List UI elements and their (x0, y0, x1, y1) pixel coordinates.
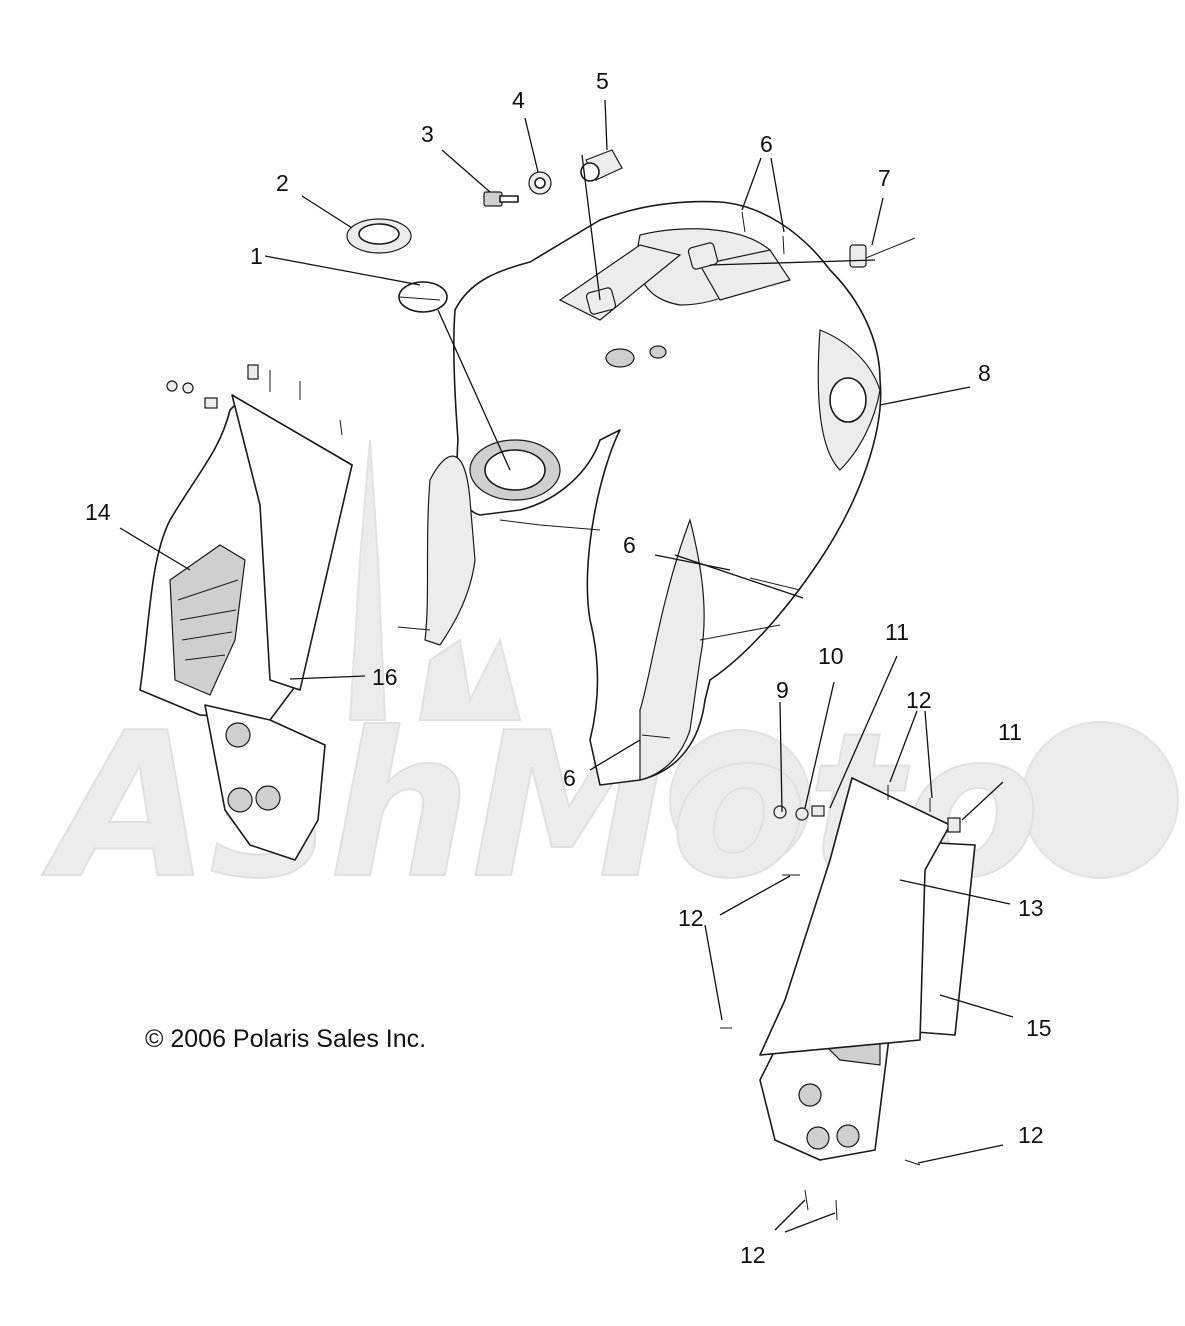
callout-3: 3 (421, 121, 434, 147)
callout-8: 8 (978, 360, 991, 386)
callout-12-top: 12 (906, 687, 932, 713)
callout-11-right: 11 (998, 719, 1022, 745)
callout-16: 16 (372, 664, 398, 690)
callout-4: 4 (512, 87, 525, 113)
callout-12-right: 12 (1018, 1122, 1044, 1148)
callout-6-mid: 6 (623, 532, 636, 558)
bolts-part-6 (397, 211, 801, 739)
switch-part-7 (849, 237, 916, 268)
callout-1: 1 (250, 243, 263, 269)
front-cowl-part-8 (424, 200, 882, 786)
left-bracket-part-16 (231, 394, 353, 691)
callout-12-bottom: 12 (740, 1242, 766, 1268)
callout-6-low: 6 (563, 765, 576, 791)
callout-15: 15 (1026, 1015, 1052, 1041)
copyright-text: © 2006 Polaris Sales Inc. (145, 1025, 426, 1053)
callout-9: 9 (776, 677, 789, 703)
callout-6-top: 6 (760, 131, 773, 157)
callout-5: 5 (596, 68, 609, 94)
nut-part-4 (528, 171, 552, 195)
ignition-switch-part-5 (580, 149, 623, 182)
right-fasteners (720, 785, 961, 1221)
left-fasteners (166, 364, 343, 436)
callout-10: 10 (818, 643, 844, 669)
callout-7: 7 (878, 165, 891, 191)
callout-12-left: 12 (678, 905, 704, 931)
callout-14: 14 (85, 499, 111, 525)
leader-lines (119, 99, 1014, 1233)
callout-11-upper: 11 (885, 619, 909, 645)
fuel-ring-part-2 (346, 218, 412, 254)
right-bracket-part-13 (759, 777, 951, 1056)
fuel-gasket-part-1 (398, 281, 448, 313)
key-part-3 (483, 191, 519, 207)
callout-13: 13 (1018, 895, 1044, 921)
callout-numbers: 1 2 3 4 5 6 6 6 7 8 9 10 11 11 12 12 12 … (85, 68, 1052, 1268)
callout-2: 2 (276, 170, 289, 196)
